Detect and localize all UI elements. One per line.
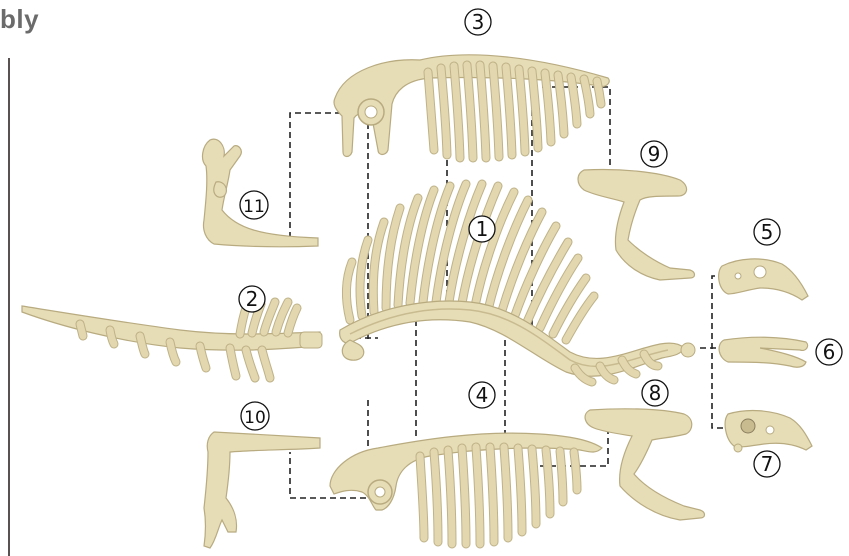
label-7-text: 7 (761, 452, 774, 476)
label-11-text: 11 (243, 197, 265, 217)
label-10-text: 10 (244, 408, 266, 428)
label-5: 5 (754, 219, 780, 245)
label-2-text: 2 (246, 287, 259, 311)
label-10: 10 (241, 402, 269, 430)
label-1: 1 (469, 216, 495, 242)
lower-rib-cage (330, 433, 602, 544)
label-8: 8 (642, 380, 668, 406)
hind-leg-upper (578, 169, 695, 280)
label-11: 11 (240, 191, 268, 219)
label-1-text: 1 (476, 217, 489, 241)
label-9: 9 (641, 141, 667, 167)
label-6-text: 6 (823, 340, 836, 364)
spine (340, 184, 695, 382)
label-5-text: 5 (761, 220, 774, 244)
label-4: 4 (469, 382, 495, 408)
label-3: 3 (465, 9, 491, 35)
tail (22, 302, 322, 378)
skull-top (719, 259, 808, 300)
label-6: 6 (816, 339, 842, 365)
upper-rib-cage (334, 55, 609, 158)
label-2: 2 (239, 286, 265, 312)
label-9-text: 9 (648, 142, 661, 166)
jaw (719, 337, 808, 367)
label-3-text: 3 (472, 10, 485, 34)
hind-leg-lower (585, 409, 704, 520)
label-4-text: 4 (476, 383, 489, 407)
skull-base (725, 411, 812, 452)
label-7: 7 (754, 451, 780, 477)
label-8-text: 8 (649, 381, 662, 405)
front-leg-lower (204, 432, 320, 548)
